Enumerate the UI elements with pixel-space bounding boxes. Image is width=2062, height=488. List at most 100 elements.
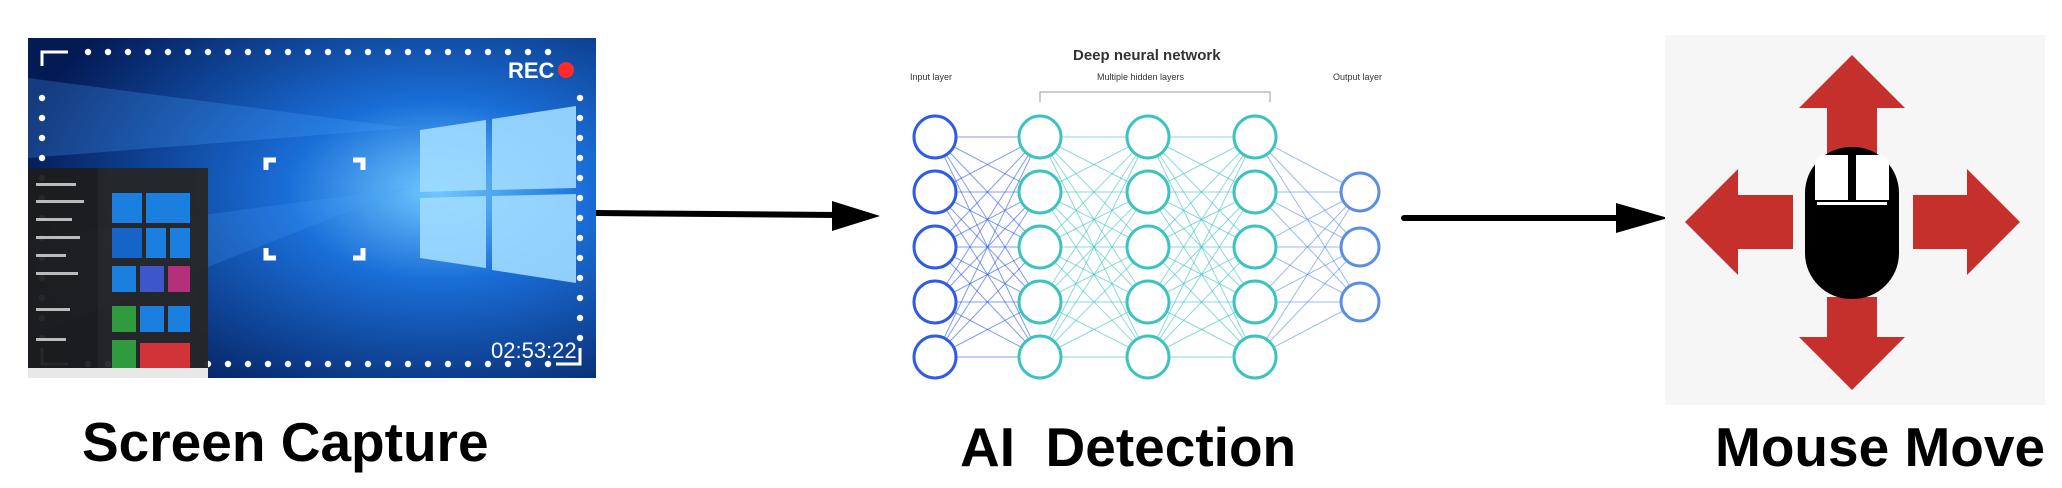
mouse-move-image — [1665, 35, 2045, 405]
nn-hidden-node — [1125, 169, 1171, 215]
nn-edge — [1254, 191, 1361, 358]
nn-edge — [1039, 136, 1149, 358]
frame-dot — [264, 360, 272, 368]
frame-dot — [344, 360, 352, 368]
frame-dot — [204, 48, 212, 56]
nn-hidden-node — [1125, 114, 1171, 160]
nn-edge — [934, 136, 1041, 358]
rec-label: REC — [508, 58, 555, 83]
frame-dot — [576, 334, 584, 342]
nn-hidden-node — [1017, 224, 1063, 270]
frame-dot — [404, 48, 412, 56]
frame-dot — [284, 360, 292, 368]
frame-dot — [304, 360, 312, 368]
frame-dot — [504, 48, 512, 56]
caption-ai-detection: AI Detection — [960, 416, 1297, 478]
caption-screen-capture: Screen Capture — [82, 411, 489, 473]
nn-hidden-node — [1232, 334, 1278, 380]
nn-edge — [1254, 246, 1361, 358]
frame-dot — [576, 134, 584, 142]
frame-dot — [304, 48, 312, 56]
nn-hidden-node — [1017, 114, 1063, 160]
arrow-left-icon — [1685, 169, 1793, 275]
frame-dot — [544, 48, 552, 56]
frame-dot — [576, 114, 584, 122]
frame-dot — [576, 254, 584, 262]
frame-dot — [576, 274, 584, 282]
frame-dot — [444, 48, 452, 56]
nn-edge — [1039, 136, 1149, 248]
nn-hidden-node — [1232, 114, 1278, 160]
frame-dot — [504, 360, 512, 368]
nn-hidden-node — [1125, 334, 1171, 380]
nn-input-node — [912, 114, 958, 160]
frame-dot — [424, 48, 432, 56]
rec-indicator-icon — [558, 62, 574, 78]
nn-edge — [934, 246, 1041, 358]
frame-dot — [244, 48, 252, 56]
nn-edge — [1147, 136, 1256, 248]
frame-dot — [38, 94, 46, 102]
nn-hidden-label: Multiple hidden layers — [1097, 72, 1185, 82]
capture-timer: 02:53:22 — [491, 338, 577, 363]
frame-dot — [164, 48, 172, 56]
frame-dot — [576, 94, 584, 102]
nn-edge — [1147, 136, 1256, 303]
frame-dot — [384, 48, 392, 56]
nn-edge — [1039, 191, 1149, 358]
nn-edge — [934, 136, 1041, 248]
nn-edge — [1254, 191, 1361, 303]
frame-dot — [324, 48, 332, 56]
nn-output-node — [1339, 226, 1381, 268]
frame-dot — [104, 48, 112, 56]
nn-edge — [1147, 136, 1256, 358]
frame-dot — [284, 48, 292, 56]
nn-hidden-node — [1017, 279, 1063, 325]
focus-brackets — [263, 157, 366, 261]
start-menu — [28, 168, 208, 378]
frame-dot — [576, 234, 584, 242]
nn-title: Deep neural network — [1073, 47, 1221, 64]
nn-output-node — [1339, 281, 1381, 323]
frame-dot — [144, 48, 152, 56]
frame-dot — [224, 360, 232, 368]
nn-edge — [1039, 246, 1149, 358]
windows-logo — [420, 106, 576, 283]
direction-arrows — [1685, 55, 2020, 390]
nn-input-node — [912, 224, 958, 270]
nn-input-node — [912, 279, 958, 325]
desktop-screenshot: REC 02:53:22 — [28, 38, 596, 378]
frame-dot — [384, 360, 392, 368]
frame-dot — [444, 360, 452, 368]
nn-input-node — [912, 169, 958, 215]
flow-arrow-1 — [596, 201, 880, 231]
nn-hidden-node — [1125, 224, 1171, 270]
frame-dot — [364, 360, 372, 368]
frame-dot — [38, 134, 46, 142]
arrow-up-icon — [1799, 55, 1905, 155]
nn-edge — [934, 191, 1041, 358]
nn-hidden-node — [1017, 334, 1063, 380]
nn-output-node — [1339, 171, 1381, 213]
arrow-right-icon — [1913, 169, 2020, 275]
frame-dot — [484, 48, 492, 56]
frame-dot — [576, 294, 584, 302]
frame-dot — [576, 154, 584, 162]
neural-network-diagram: Deep neural network Input layer Multiple… — [905, 40, 1395, 390]
frame-dot — [38, 154, 46, 162]
nn-edge — [1147, 246, 1256, 358]
nn-output-label: Output layer — [1333, 72, 1382, 82]
frame-dot — [524, 48, 532, 56]
frame-dot — [464, 360, 472, 368]
screen-capture-image: REC 02:53:22 — [28, 38, 596, 378]
arrow-down-icon — [1799, 297, 1905, 390]
frame-dot — [244, 360, 252, 368]
nn-hidden-node — [1125, 279, 1171, 325]
nn-hidden-node — [1232, 279, 1278, 325]
computer-mouse-icon — [1805, 147, 1899, 299]
nn-edge — [1039, 136, 1149, 303]
frame-dot — [404, 360, 412, 368]
nn-hidden-node — [1232, 169, 1278, 215]
caption-mouse-move: Mouse Move — [1715, 416, 2046, 478]
frame-dot — [576, 194, 584, 202]
